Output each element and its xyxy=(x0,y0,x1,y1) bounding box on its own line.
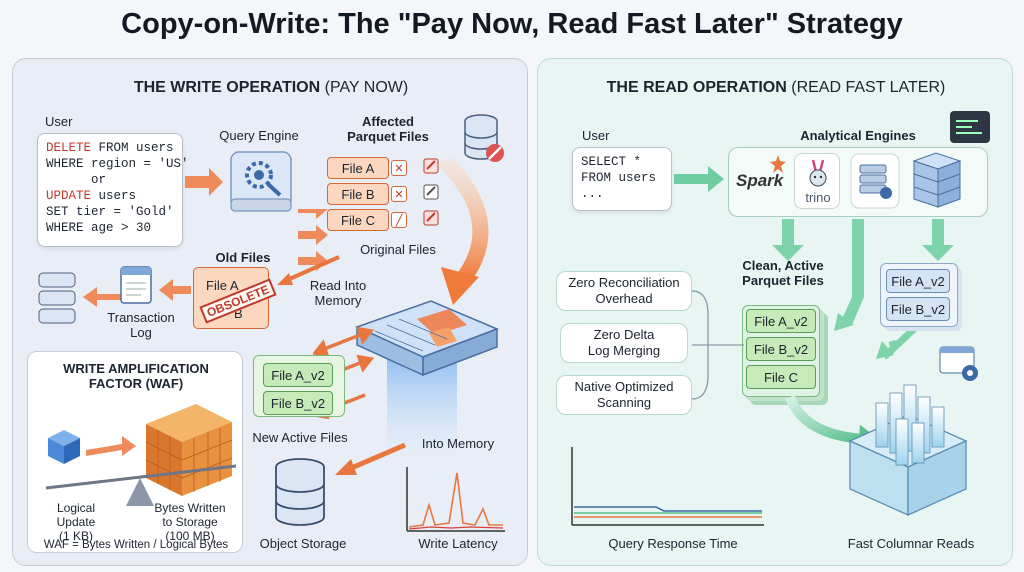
database-blocked-icon xyxy=(464,114,504,162)
edit-slash-icon: ╱ xyxy=(391,212,407,228)
read-operation-panel: THE READ OPERATION (READ FAST LATER) Use… xyxy=(537,58,1013,566)
server-rack-icon xyxy=(912,152,962,208)
spark-logo: Spark xyxy=(736,171,784,190)
trino-label: trino xyxy=(805,190,831,205)
file-a: File A xyxy=(327,157,389,179)
sql-line: WHERE age > 30 xyxy=(46,220,174,236)
waf-formula: WAF = Bytes Written / Logical Bytes xyxy=(43,539,229,551)
query-response-chart-icon xyxy=(571,447,764,526)
sql-text: WHERE age > 30 xyxy=(46,221,152,235)
bytes-written-label: Bytes Written to Storage (100 MB) xyxy=(154,501,226,543)
sql-line: DELETE FROM users xyxy=(46,140,174,156)
write-operation-panel: THE WRITE OPERATION (PAY NOW) User DELET… xyxy=(12,58,528,566)
sql-line: SET tier = 'Gold' xyxy=(46,204,174,220)
waf-title: WRITE AMPLIFICATION FACTOR (WAF) xyxy=(63,361,209,391)
file-b: File B xyxy=(327,183,389,205)
write-latency-label: Write Latency xyxy=(418,536,498,551)
columnar-storage-icon xyxy=(848,384,968,517)
sql-line: ... xyxy=(581,187,604,201)
clean-files-title: Clean, Active Parquet Files xyxy=(742,258,824,288)
benefit-zero-delta: Zero Delta Log Merging xyxy=(560,323,688,363)
big-flow-arrow-icon xyxy=(437,159,489,305)
query-engine-label: Query Engine xyxy=(219,128,299,143)
log-document-icon xyxy=(120,266,152,304)
engine-to-files-arrows-icon xyxy=(772,219,954,359)
file-c: File C xyxy=(327,209,389,231)
sql-line: WHERE region = 'US' xyxy=(46,156,189,172)
new-active-files-label: New Active Files xyxy=(252,430,348,445)
arrow-old-to-log-icon xyxy=(159,279,191,301)
clean-file-b-v2: File B_v2 xyxy=(746,337,816,361)
query-engine-icon xyxy=(230,151,292,212)
object-storage-icon xyxy=(275,458,325,526)
engine-stack-icon xyxy=(850,153,900,209)
sql-line: UPDATE users xyxy=(46,188,174,204)
sql-keyword: DELETE xyxy=(46,141,92,155)
benefit-zero-reconciliation: Zero Reconciliation Overhead xyxy=(556,271,692,311)
sql-text: or xyxy=(46,173,107,187)
engines-label: Analytical Engines xyxy=(800,128,916,143)
clean-file-a-v2: File A_v2 xyxy=(746,309,816,333)
sql-text: WHERE region = 'US' xyxy=(46,157,189,171)
old-file-a: File A xyxy=(206,278,239,293)
side-file-b-v2: File B_v2 xyxy=(886,297,950,321)
sql-line: or xyxy=(46,172,174,188)
query-response-label: Query Response Time xyxy=(608,536,738,551)
new-file-b-v2: File B_v2 xyxy=(263,391,333,415)
read-into-memory-label: Read Into Memory xyxy=(309,278,367,308)
trino-card: trino xyxy=(794,153,840,209)
old-files-stack: File A B OBSOLETE xyxy=(193,267,277,329)
read-user-label: User xyxy=(582,128,610,143)
page-title: Copy-on-Write: The "Pay Now, Read Fast L… xyxy=(121,8,903,40)
benefit-native-scanning: Native Optimized Scanning xyxy=(556,375,692,415)
arrow-to-storage-icon xyxy=(335,442,406,475)
old-file-b: B xyxy=(234,306,243,321)
waf-seesaw-icon xyxy=(45,404,237,506)
write-user-label: User xyxy=(45,114,73,129)
affected-files-title: Affected Parquet Files xyxy=(347,114,429,144)
edit-icons xyxy=(423,158,439,226)
new-file-a-v2: File A_v2 xyxy=(263,363,333,387)
into-memory-label: Into Memory xyxy=(421,436,495,451)
settings-window-icon xyxy=(939,346,978,381)
sql-keyword: UPDATE xyxy=(46,189,92,203)
sql-text: FROM users xyxy=(91,141,174,155)
fast-reads-label: Fast Columnar Reads xyxy=(847,536,975,551)
logical-update-label: Logical Update (1 KB) xyxy=(56,501,96,543)
transaction-log-label: Transaction Log xyxy=(107,310,175,340)
sql-line: SELECT * xyxy=(581,155,642,169)
sql-text: SET tier = 'Gold' xyxy=(46,205,174,219)
arrow-to-engine-icon xyxy=(185,168,223,196)
sql-text: users xyxy=(91,189,137,203)
memory-server-icon xyxy=(354,300,500,457)
side-file-a-v2: File A_v2 xyxy=(886,269,950,293)
delete-x-icon: ✕ xyxy=(391,160,407,176)
clean-file-c: File C xyxy=(746,365,816,389)
old-files-label: Old Files xyxy=(215,250,271,265)
arrow-to-engines-icon xyxy=(674,166,724,192)
original-files-label: Original Files xyxy=(360,242,436,257)
terminal-icon xyxy=(950,111,990,143)
spark-star-icon xyxy=(770,155,786,173)
arrow-to-log-icon xyxy=(83,287,121,307)
object-storage-label: Object Storage xyxy=(259,536,347,551)
transaction-db-icon xyxy=(38,272,76,324)
sql-line: FROM users xyxy=(581,171,657,185)
arrow-to-old-files-icon xyxy=(277,255,340,285)
benefit-bracket-icon xyxy=(691,290,744,400)
waf-box: WRITE AMPLIFICATION FACTOR (WAF) Logical… xyxy=(27,351,243,553)
write-latency-chart-icon xyxy=(406,467,505,532)
delete-x-icon: ✕ xyxy=(391,186,407,202)
read-sql-box: SELECT * FROM users... xyxy=(572,147,672,211)
trino-bunny-icon xyxy=(809,159,827,187)
read-heading: THE READ OPERATION (READ FAST LATER) xyxy=(606,79,946,96)
write-heading: THE WRITE OPERATION (PAY NOW) xyxy=(133,79,409,96)
